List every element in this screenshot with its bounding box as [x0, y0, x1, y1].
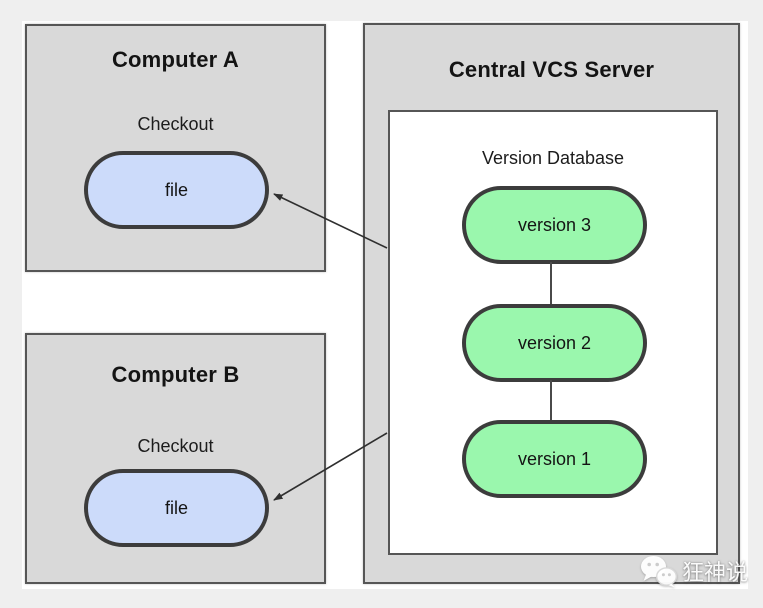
version-database-box: Version Database version 3 version 2 ver… — [388, 110, 718, 555]
computer-a-title: Computer A — [111, 47, 240, 72]
computer-a-file-node: file — [84, 151, 269, 229]
central-vcs-server-box: Central VCS Server Version Database vers… — [363, 23, 740, 584]
computer-b-box: Computer B Checkout file — [25, 333, 326, 584]
computer-b-title: Computer B — [111, 362, 240, 387]
computer-a-box: Computer A Checkout file — [25, 24, 326, 272]
wechat-icon — [641, 555, 677, 587]
version-1-node: version 1 — [462, 420, 647, 498]
computer-b-file-label: file — [164, 497, 188, 518]
computer-a-file-label: file — [164, 179, 188, 200]
computer-a-checkout-label: Checkout — [137, 114, 214, 134]
version-1-label: version 1 — [517, 448, 592, 469]
server-title: Central VCS Server — [448, 57, 655, 82]
watermark-text: 狂神说 — [682, 560, 749, 585]
watermark: 狂神说 — [640, 553, 748, 589]
version-3-label: version 3 — [517, 214, 592, 235]
version-3-node: version 3 — [462, 186, 647, 264]
version-2-node: version 2 — [462, 304, 647, 382]
version-database-title: Version Database — [481, 148, 625, 168]
computer-b-checkout-label: Checkout — [137, 436, 214, 456]
computer-b-file-node: file — [84, 469, 269, 547]
version-2-label: version 2 — [517, 332, 592, 353]
